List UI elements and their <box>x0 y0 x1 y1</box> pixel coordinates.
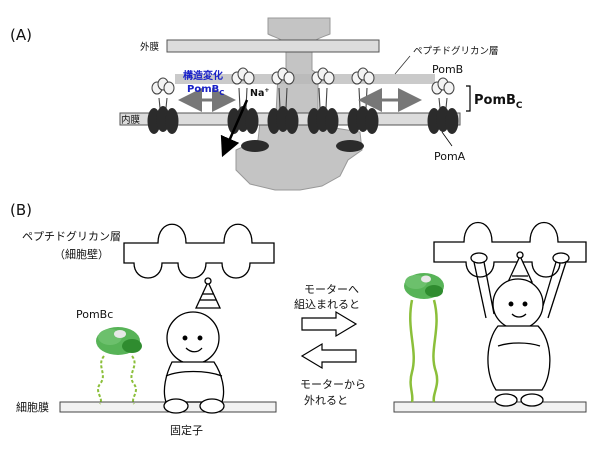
pomb-head <box>283 71 295 85</box>
cell-membrane-label: 細胞膜 <box>16 401 49 414</box>
stator-character-seated <box>163 277 225 414</box>
stator-label: 固定子 <box>170 423 203 437</box>
pomb-stalk <box>278 87 288 109</box>
pomb-stalk <box>358 87 368 109</box>
assembled-line1: モーターへ <box>304 283 359 296</box>
pombc-structure-right <box>404 273 444 403</box>
released-line2: 外れると <box>304 394 348 407</box>
pomb-stalk <box>438 97 448 109</box>
stator-unit <box>227 67 259 134</box>
peptidoglycan-label: ペプチドグリカン層 <box>413 45 499 57</box>
pomb-head <box>163 81 175 95</box>
poma-subunit <box>285 108 299 134</box>
pomb-head <box>443 81 455 95</box>
outer-membrane <box>166 39 380 53</box>
cell-wall-outline-left <box>123 223 275 279</box>
pomb-label: PomB <box>432 63 463 76</box>
poma-subunit <box>365 108 379 134</box>
stator-units <box>147 67 459 134</box>
peptidoglycan-b-line2: （細胞壁） <box>54 247 109 261</box>
pomb-stalk <box>318 87 328 109</box>
stator-unit <box>147 77 179 134</box>
released-line1: モーターから <box>300 378 366 391</box>
assembled-line2: 組込まれると <box>294 298 360 311</box>
conformational-change-label: 構造変化 <box>183 69 223 82</box>
pomb-head <box>323 71 335 85</box>
pombc-bold-label: PomBC <box>474 93 523 111</box>
inner-membrane-label: 内膜 <box>121 114 141 126</box>
outer-membrane-label: 外膜 <box>140 41 160 53</box>
panel-b-label: (B) <box>10 201 32 219</box>
poma-subunit <box>325 108 339 134</box>
poma-subunit <box>245 108 259 134</box>
assemble-arrow <box>301 310 358 338</box>
panel-a-label: (A) <box>10 26 32 44</box>
stator-character-hanging <box>470 251 570 407</box>
pomb-head <box>243 71 255 85</box>
poma-subunit <box>165 108 179 134</box>
c-ring-right <box>336 140 364 152</box>
release-arrow <box>300 342 357 370</box>
pombc-b-label: PomBc <box>76 308 113 321</box>
stator-unit <box>307 67 339 134</box>
stator-unit <box>267 67 299 134</box>
peptidoglycan-layer <box>175 74 435 84</box>
c-ring-left <box>241 140 269 152</box>
poma-label: PomA <box>434 150 466 163</box>
sodium-flow-arrow <box>220 99 249 158</box>
pomb-stalk <box>158 97 168 109</box>
poma-subunit <box>445 108 459 134</box>
sodium-label: Na+ <box>250 87 269 99</box>
pomb-head <box>363 71 375 85</box>
pomb-bracket <box>466 85 471 112</box>
cell-membrane-right <box>393 401 587 413</box>
pombc-blue-label: PomBC <box>187 84 224 97</box>
stator-unit <box>427 77 459 134</box>
peptidoglycan-b-line1: ペプチドグリカン層 <box>22 229 121 243</box>
pombc-structure-left <box>96 327 142 405</box>
peptidoglycan-pointer <box>394 55 411 75</box>
cell-wall-outline-right <box>433 222 587 278</box>
poma-pointer <box>441 131 453 147</box>
